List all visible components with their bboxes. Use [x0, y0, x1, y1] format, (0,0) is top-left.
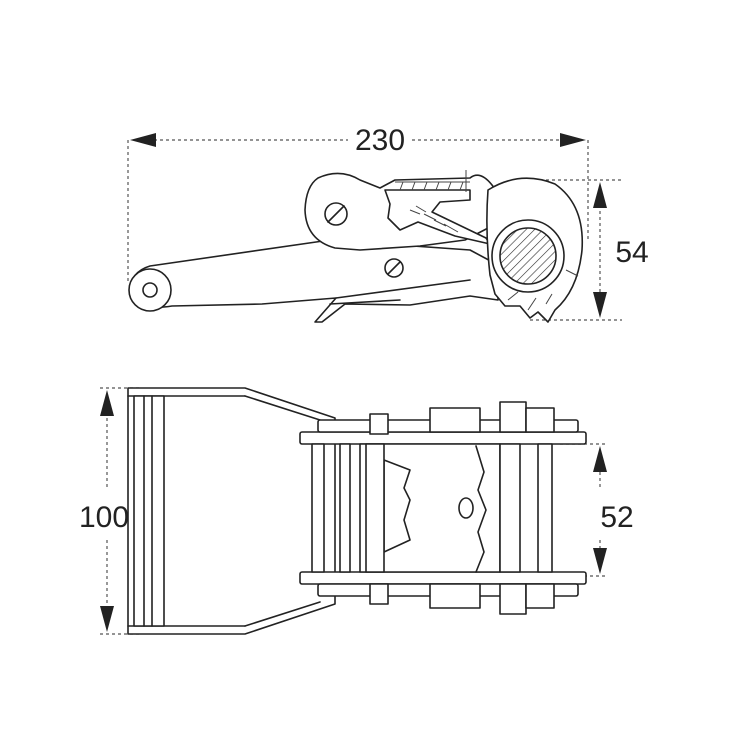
dimension-100: 100 [79, 387, 140, 635]
buckle-body [299, 401, 587, 615]
dimension-230: 230 [127, 124, 589, 282]
dimension-label-230: 230 [355, 124, 405, 157]
hatched-spindle [499, 227, 557, 285]
dimension-label-52: 52 [600, 501, 633, 534]
dimension-label-100: 100 [79, 501, 129, 534]
side-view: 230 54 [127, 124, 649, 323]
lever-arm [129, 239, 499, 323]
dimension-54: 54 [530, 179, 649, 321]
dimension-52: 52 [560, 443, 634, 577]
handle-frame [127, 387, 336, 635]
dimension-label-54: 54 [615, 236, 648, 269]
top-view: 100 52 [79, 387, 634, 635]
